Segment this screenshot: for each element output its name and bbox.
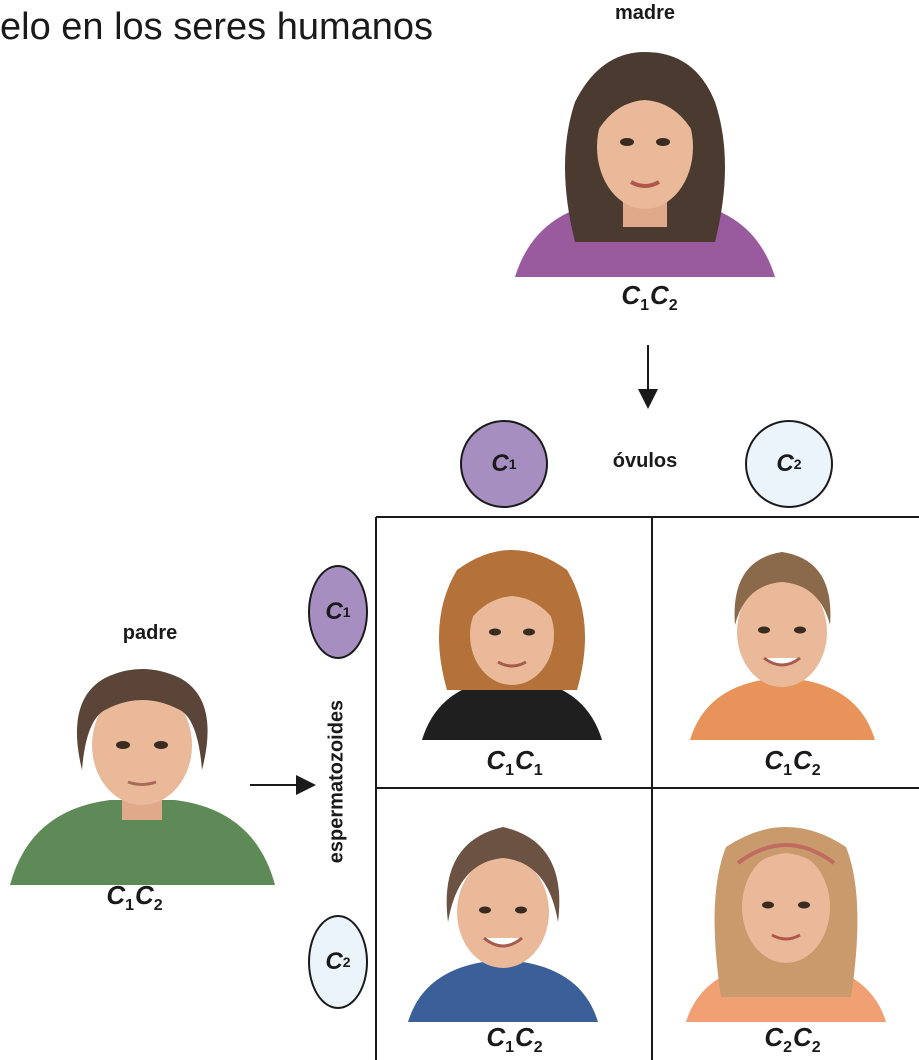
- offspring-genotype-c1c1: C1C1: [486, 745, 543, 779]
- father-label: padre: [122, 622, 178, 644]
- offspring-portrait-c1c2-bottom: [408, 827, 598, 1022]
- offspring-genotype-c1c2-top: C1C2: [764, 745, 821, 779]
- offspring-genotype-c2c2: C2C2: [764, 1022, 821, 1056]
- page-title: elo en los seres humanos: [0, 6, 434, 48]
- mother-label: madre: [614, 2, 676, 24]
- father-genotype: C1C2: [106, 880, 163, 914]
- punnett-grid: [375, 516, 919, 1060]
- mother-portrait: [515, 52, 775, 277]
- offspring-genotype-c1c2-bottom: C1C2: [486, 1022, 543, 1056]
- eggs-label: óvulos: [612, 450, 678, 472]
- father-portrait: [10, 669, 275, 885]
- sperm-label: espermatozoides: [325, 699, 348, 864]
- offspring-portrait-c1c2-top: [690, 552, 875, 740]
- offspring-portrait-c2c2: [686, 827, 886, 1022]
- mother-genotype: C1C2: [621, 280, 678, 314]
- offspring-portrait-c1c1: [422, 550, 602, 740]
